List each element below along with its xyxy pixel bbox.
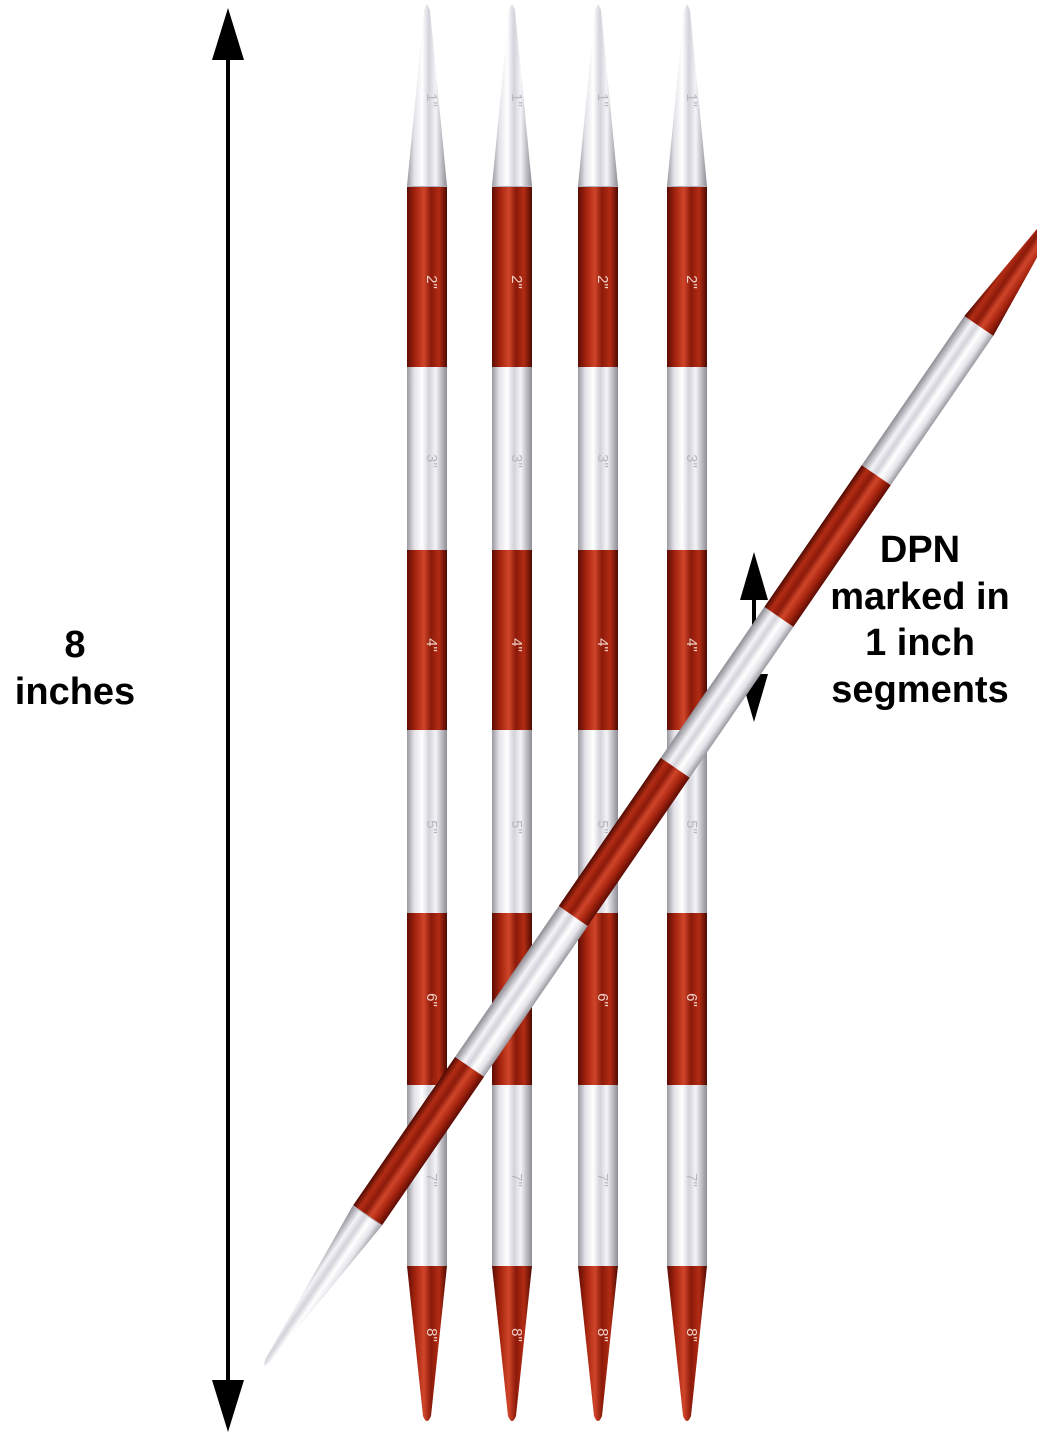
segment-mark-4-8: 8"	[683, 1328, 700, 1342]
segment-mark-1-5: 5"	[423, 820, 440, 834]
segment-mark-2-2: 2"	[508, 275, 525, 289]
segment-mark-4-3: 3"	[683, 454, 700, 468]
segment-mark-1-3: 3"	[423, 454, 440, 468]
segment-mark-3-8: 8"	[594, 1328, 611, 1342]
segment-mark-1-8: 8"	[423, 1328, 440, 1342]
callout-line-2: marked in	[830, 575, 1010, 618]
needle-vertical-3	[578, 4, 618, 1421]
length-unit: inches	[14, 670, 136, 713]
segment-mark-2-1: 1"	[508, 93, 525, 107]
segment-mark-1-6: 6"	[423, 993, 440, 1007]
segment-mark-2-4: 4"	[508, 638, 525, 652]
segment-mark-3-7: 7"	[594, 1173, 611, 1187]
segment-mark-3-6: 6"	[594, 993, 611, 1007]
callout-line-1: DPN	[879, 529, 961, 571]
segment-mark-2-8: 8"	[508, 1328, 525, 1342]
segment-mark-1-4: 4"	[423, 638, 440, 652]
segment-mark-2-5: 5"	[508, 820, 525, 834]
length-label: 8 inches	[0, 622, 150, 715]
segment-mark-3-5: 5"	[594, 820, 611, 834]
segment-mark-4-6: 6"	[683, 993, 700, 1007]
segment-marks: 1" 2" 3" 4" 5" 6" 7" 8" 1" 2" 3" 4" 5" 6" 7" 8" 1" 2" 3" 4"…	[423, 93, 700, 1342]
callout-line-4: segments	[831, 669, 1009, 712]
segment-mark-4-1: 1"	[683, 93, 700, 107]
segment-mark-4-4: 4"	[683, 638, 700, 652]
segment-mark-3-1: 1"	[594, 93, 611, 107]
needle-vertical-2	[492, 4, 532, 1421]
segment-mark-4-2: 2"	[683, 275, 700, 289]
needle-vertical-1	[407, 4, 447, 1421]
segment-mark-2-3: 3"	[508, 454, 525, 468]
segment-mark-4-5: 5"	[683, 820, 700, 834]
segment-mark-4-7: 7"	[683, 1173, 700, 1187]
segment-mark-3-4: 4"	[594, 638, 611, 652]
length-value: 8	[64, 624, 86, 666]
segment-mark-3-2: 2"	[594, 275, 611, 289]
needle-diagonal	[249, 188, 1037, 1376]
callout-line-3: 1 inch	[865, 622, 975, 665]
dpn-callout: DPN marked in 1 inch segments	[806, 527, 1034, 714]
length-arrow	[212, 8, 244, 1432]
segment-mark-3-3: 3"	[594, 454, 611, 468]
segment-mark-1-2: 2"	[423, 275, 440, 289]
segment-mark-2-7: 7"	[508, 1173, 525, 1187]
segment-mark-1-1: 1"	[423, 93, 440, 107]
segment-mark-1-7: 7"	[423, 1173, 440, 1187]
